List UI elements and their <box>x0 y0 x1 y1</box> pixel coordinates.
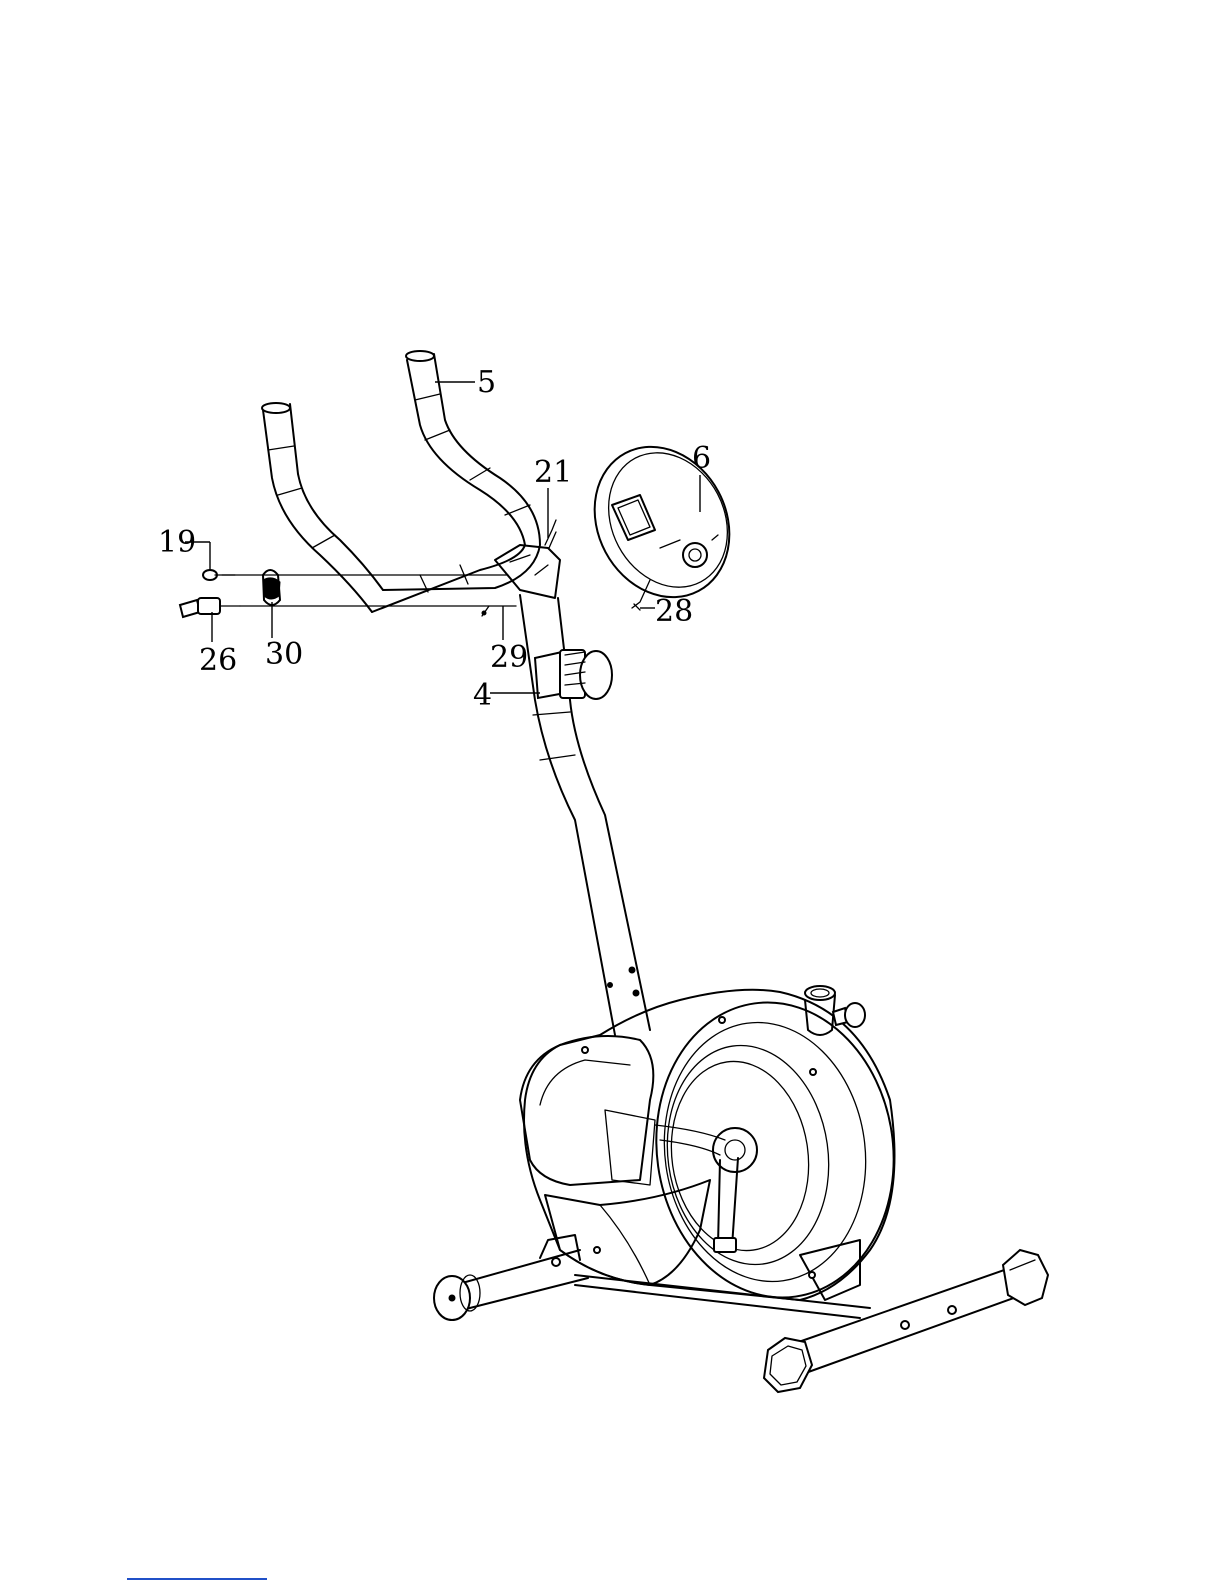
label-part-6: 6 <box>692 441 711 476</box>
front-stabilizer <box>434 1235 588 1320</box>
label-part-30: 30 <box>265 637 303 672</box>
label-part-26: 26 <box>199 643 237 678</box>
label-part-29: 29 <box>490 640 528 675</box>
label-part-21: 21 <box>534 455 572 490</box>
flywheel-housing <box>520 987 912 1313</box>
footer-rule <box>127 1578 267 1580</box>
label-part-5: 5 <box>477 365 496 400</box>
handlebar-part-5 <box>262 351 560 612</box>
console-part-6 <box>569 423 755 621</box>
knob-bolt-part-26 <box>180 598 240 617</box>
upright-post-part-4 <box>520 595 650 1035</box>
pulse-wire-part-21 <box>545 520 556 548</box>
spring-pin-part-29 <box>482 606 489 616</box>
label-part-19: 19 <box>158 525 196 560</box>
label-part-4: 4 <box>473 678 492 713</box>
label-part-28: 28 <box>655 594 693 629</box>
